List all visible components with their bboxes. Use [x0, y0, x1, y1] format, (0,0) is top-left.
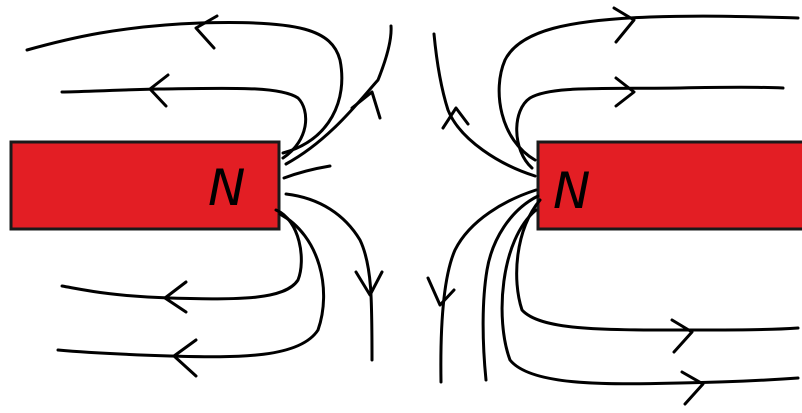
left-arrow-up-center: [352, 92, 380, 118]
left-arrow-bottom-outer: [174, 340, 196, 376]
right-field-line-bottom-outer: [502, 210, 798, 384]
left-field-line-bottom-outer: [58, 214, 324, 357]
right-arrow-bottom-outer: [682, 372, 703, 404]
right-field-line-down-center: [441, 190, 536, 382]
right-magnet: N: [538, 142, 802, 229]
right-arrow-top-inner: [616, 78, 634, 106]
right-arrow-down-center: [428, 278, 454, 305]
left-arrow-top-outer: [196, 16, 217, 48]
left-magnet: N: [11, 142, 279, 229]
right-arrow-bottom-inner: [672, 320, 692, 352]
left-magnet-pole-label: N: [208, 159, 245, 217]
right-field-line-up-center: [434, 34, 535, 176]
right-field-line-lower-mid: [483, 196, 538, 380]
right-arrow-top-outer: [614, 8, 634, 42]
left-field-line-right: [284, 166, 330, 178]
right-magnet-pole-label: N: [553, 162, 590, 220]
left-field-line-up-center: [286, 26, 391, 164]
